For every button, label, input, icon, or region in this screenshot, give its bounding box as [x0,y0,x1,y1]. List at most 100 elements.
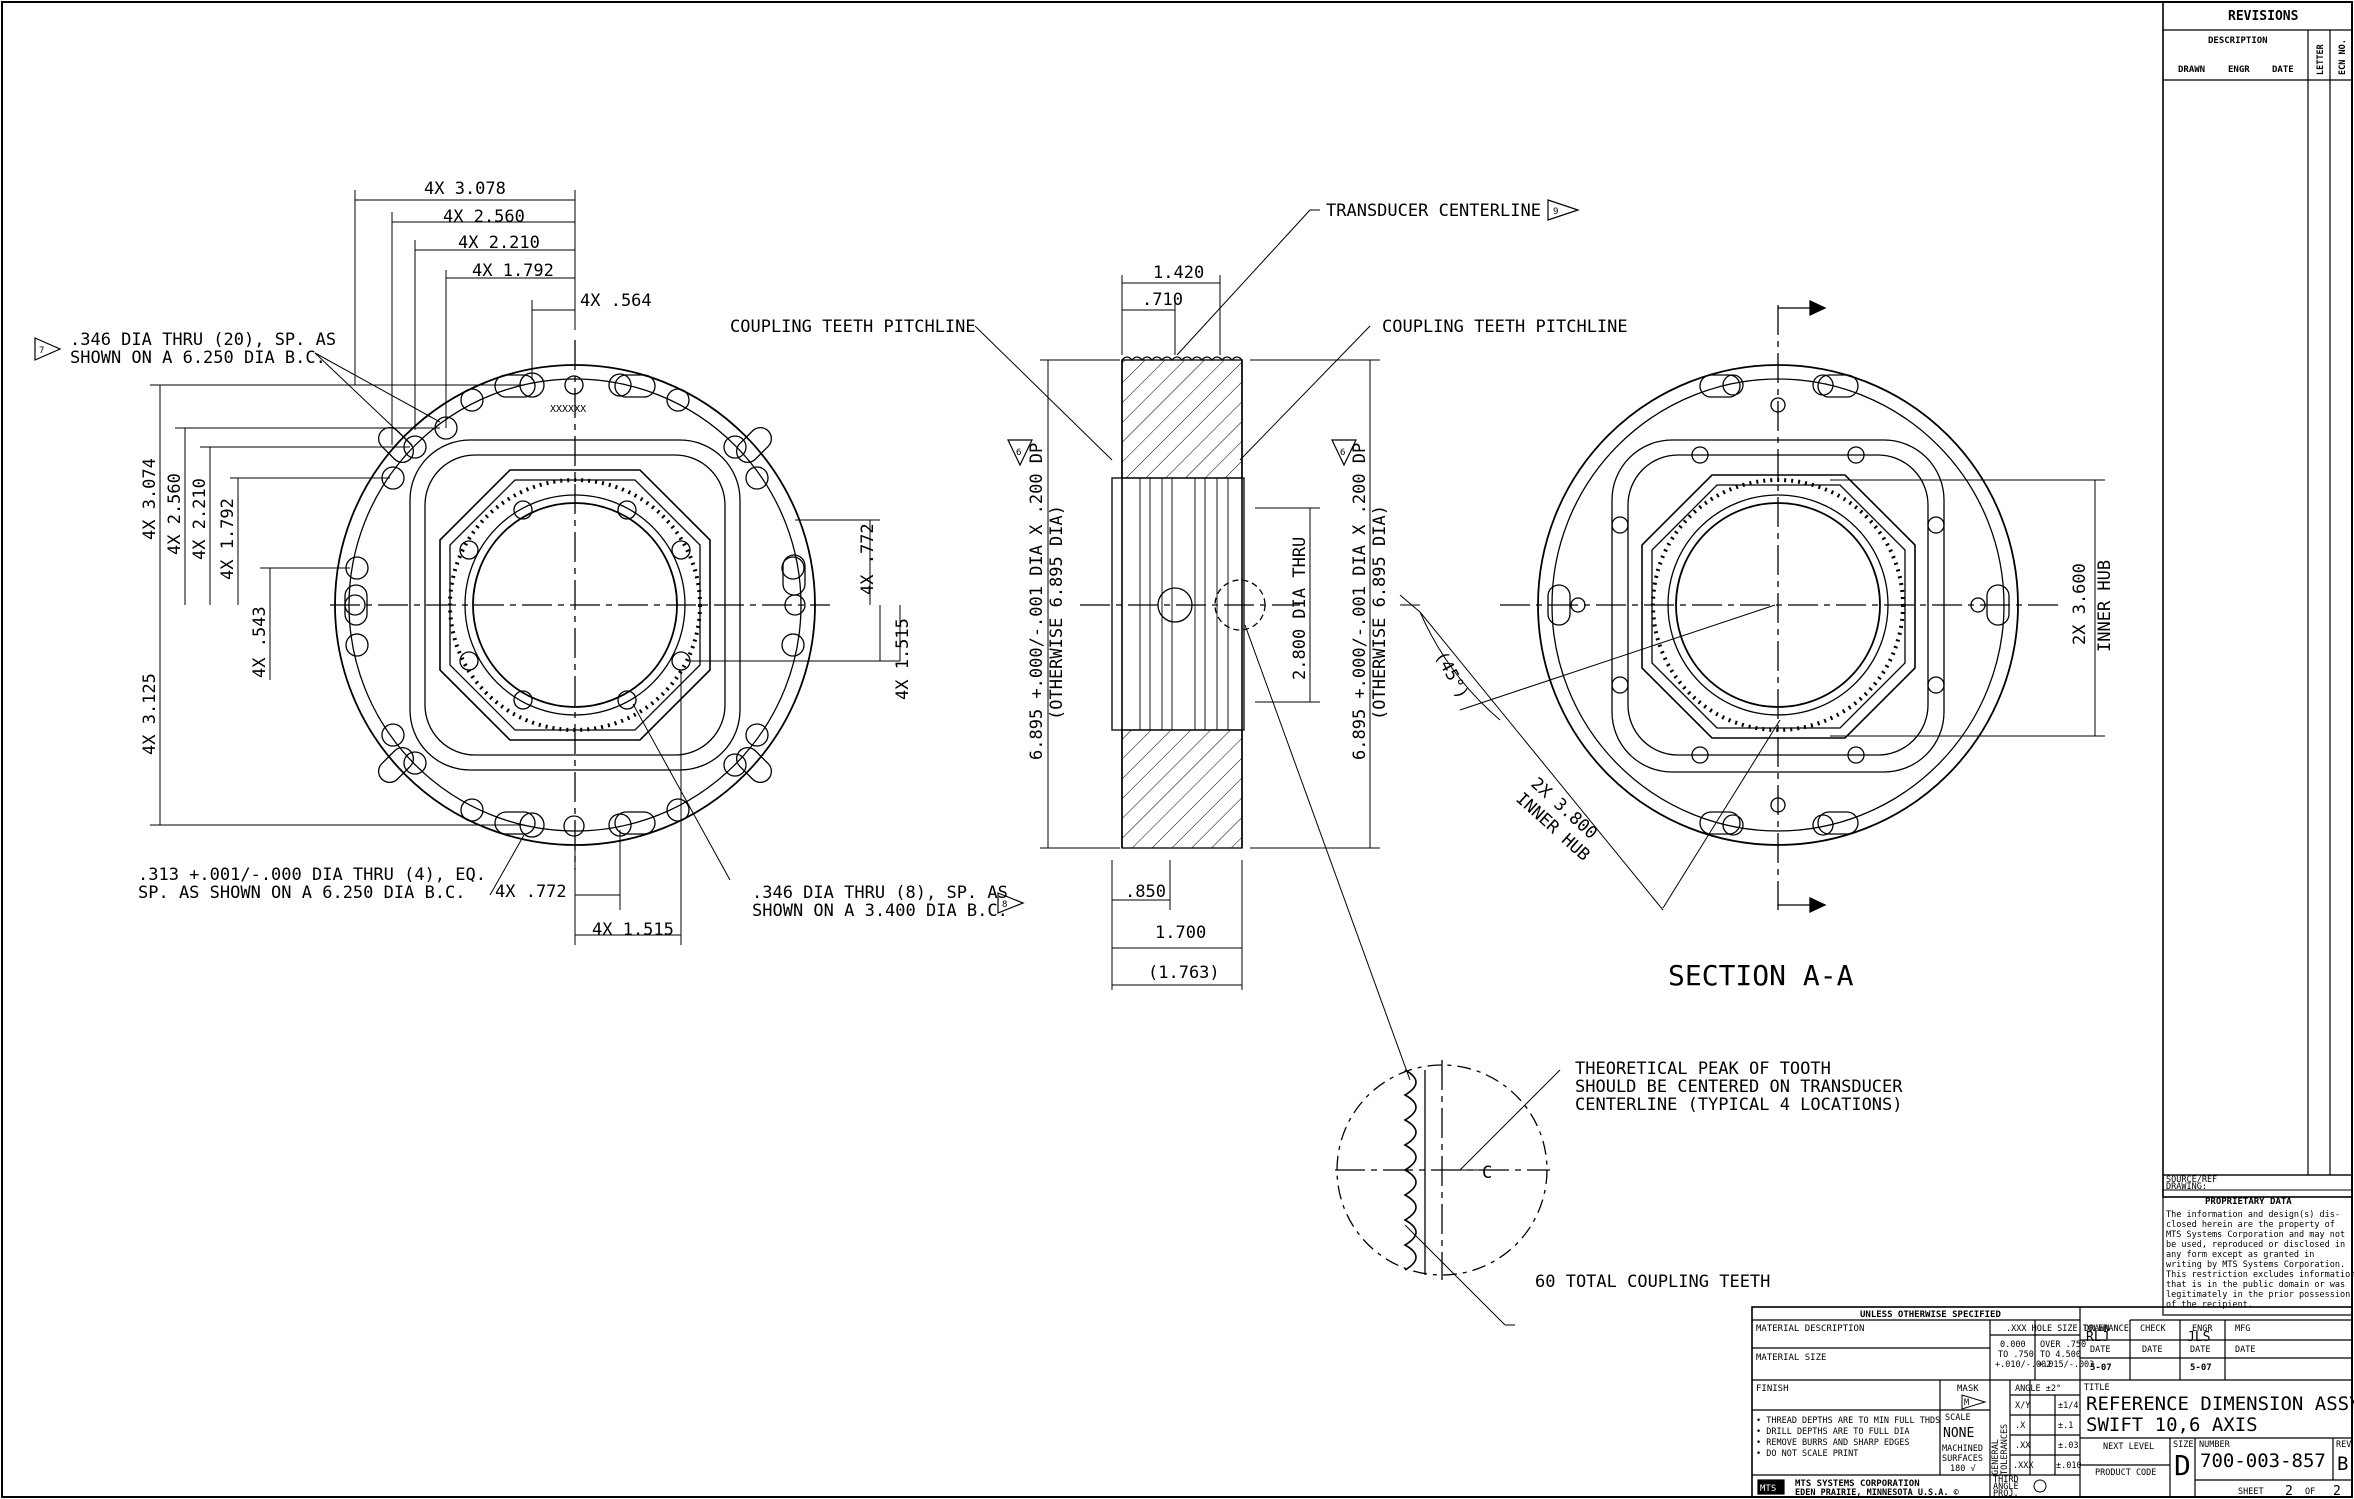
source-ref-label: SOURCE/REF [2166,1175,2217,1185]
engr-by: JLS [2187,1330,2210,1345]
detail-note-line2: SHOULD BE CENTERED ON TRANSDUCER [1575,1077,1903,1097]
angle-tolerance: ANGLE ±2° [2015,1384,2061,1394]
title-block-text: UNLESS OTHERWISE SPECIFIED MATERIAL DESC… [1756,1310,2354,1499]
drawn-date: 5-07 [2090,1363,2112,1373]
dim-y543: 4X .543 [250,606,270,678]
tol-x3-value: ±.010 [2056,1461,2082,1471]
transducer-centerline-label: TRANSDUCER CENTERLINE [1326,201,1541,221]
dim-y3074: 4X 3.074 [140,458,160,540]
unless-specified: UNLESS OTHERWISE SPECIFIED [1860,1310,2001,1320]
tol-x1-value: ±.1 [2058,1421,2073,1431]
drawing-label: DRAWING: [2166,1182,2207,1192]
check-label: CHECK [2140,1324,2166,1334]
mask-flag [1961,1394,1987,1410]
material-size-label: MATERIAL SIZE [1756,1353,1826,1363]
hole-tol-a1: 0.000 [2000,1340,2026,1350]
dim-1763: (1.763) [1148,963,1220,983]
proprietary-title: PROPRIETARY DATA [2205,1197,2292,1207]
dim-1700: 1.700 [1155,923,1206,943]
revisions-ecn: ECN NO. [2338,39,2348,75]
scale-label: SCALE [1945,1413,1971,1423]
dim-y2210: 4X 2.210 [190,478,210,560]
dim-dia-right-1: 6.895 +.000/-.001 DIA X .200 DP [1350,443,1370,760]
dim-x3078: 4X 3.078 [424,179,506,199]
middle-section-view [974,209,1411,1081]
section-a-a-labels: SECTION A-A 2X 3.600 INNER HUB 2X 3.800 … [1431,560,2115,992]
hole-size-tolerance-label: .XXX HOLE SIZE TOLERANCE [2006,1324,2129,1334]
proprietary-line-5: any form except as granted in [2166,1250,2314,1260]
rev-value: B [2337,1453,2348,1475]
drawn-by: RLJ [2086,1330,2109,1345]
company-name: MTS SYSTEMS CORPORATION [1795,1479,1920,1489]
sheet-label: SHEET [2238,1487,2264,1497]
coupling-teeth-count: 60 TOTAL COUPLING TEETH [1535,1272,1770,1292]
dim-850: .850 [1125,882,1166,902]
dim-dia-left-2: (OTHERWISE 6.895 DIA) [1047,505,1067,720]
surfaces-label: SURFACES [1942,1454,1983,1464]
note-flag-8 [997,892,1025,914]
hole-tol-b3: +.015/-.003 [2038,1360,2094,1370]
proprietary-line-2: closed herein are the property of [2166,1220,2335,1230]
projection-symbol-icon [2033,1479,2047,1493]
note-flag-9-number: 9 [1553,207,1558,217]
dim-y1792: 4X 1.792 [218,498,238,580]
left-view-dimensions: 4X 3.078 4X 2.560 4X 2.210 4X 1.792 4X .… [34,179,1025,940]
proprietary-line-6: writing by MTS Systems Corporation. [2166,1260,2345,1270]
hole-tol-a3: +.010/-.002 [1995,1360,2051,1370]
revisions-title: REVISIONS [2228,9,2299,24]
dim-2800-thru: 2.800 DIA THRU [1290,537,1310,680]
note-flag-6-left [1007,439,1033,467]
note-hole346b-line1: .346 DIA THRU (8), SP. AS [752,883,1008,903]
mask-flag-letter: M [1964,1398,1969,1408]
dim-710: .710 [1142,290,1183,310]
dim-r772: 4X .772 [858,523,878,595]
detail-note-line3: CENTERLINE (TYPICAL 4 LOCATIONS) [1575,1095,1903,1115]
dim-x1792: 4X 1.792 [472,261,554,281]
company-address: EDEN PRAIRIE, MINNESOTA U.S.A. © [1795,1488,1960,1498]
left-plan-view [150,190,901,945]
machined-label: MACHINED [1942,1444,1983,1454]
third-angle-label-1: THIRD [1993,1475,2019,1485]
third-angle-label-2: ANGLE [1993,1482,2019,1492]
note-remove-burrs: • REMOVE BURRS AND SHARP EDGES [1756,1438,1910,1448]
sheet-total: 2 [2333,1484,2341,1499]
engr-label: ENGR [2192,1324,2213,1334]
rev-label: REV [2336,1440,2351,1450]
dim-dia-right-2: (OTHERWISE 6.895 DIA) [1370,505,1390,720]
note-hole346-line1: .346 DIA THRU (20), SP. AS [70,330,336,350]
tol-x3: .XXX [2013,1461,2034,1471]
engr-date: 5-07 [2190,1363,2212,1373]
dim-1420: 1.420 [1153,263,1204,283]
product-code-label: PRODUCT CODE [2095,1468,2156,1478]
proprietary-block: SOURCE/REF DRAWING: PROPRIETARY DATA The… [2162,1174,2354,1316]
mfg-label: MFG [2235,1324,2250,1334]
dim-r1515: 4X 1.515 [893,618,913,700]
dim-x2210: 4X 2.210 [458,233,540,253]
dim-inner-hub-3600-label: INNER HUB [2095,560,2115,652]
revisions-drawn: DRAWN [2178,65,2205,75]
tolerances-label: TOLERANCES [2000,1424,2010,1475]
note-flag-6-right [1331,439,1357,467]
drawing-title-1: REFERENCE DIMENSION ASSY- [2086,1393,2354,1415]
proprietary-line-1: The information and design(s) dis- [2166,1210,2340,1220]
size-value: D [2174,1449,2191,1482]
dim-b1515: 4X 1.515 [592,920,674,940]
material-description-label: MATERIAL DESCRIPTION [1756,1324,1864,1334]
pitchline-left-label: COUPLING TEETH PITCHLINE [730,317,976,337]
proprietary-line-9: legitimately in the prior possession [2166,1290,2350,1300]
drawing-title-2: SWIFT 10,6 AXIS [2086,1414,2258,1436]
sheet-of: OF [2305,1487,2315,1497]
surface-finish-value: 180 √ [1950,1464,1976,1474]
note-flag-8-number: 8 [1002,900,1007,910]
finish-label: FINISH [1756,1384,1789,1394]
dim-dia-left-1: 6.895 +.000/-.001 DIA X .200 DP [1027,443,1047,760]
dim-inner-hub-3600: 2X 3.600 [2070,563,2090,645]
revisions-letter: LETTER [2316,43,2326,75]
check-date-label: DATE [2142,1345,2162,1355]
middle-section-labels: TRANSDUCER CENTERLINE 9 COUPLING TEETH P… [730,199,1628,983]
note-hole313-line1: .313 +.001/-.000 DIA THRU (4), EQ. [138,865,486,885]
dim-angle-45: (45°) [1431,648,1473,703]
note-flag-7-number: 7 [39,346,44,356]
section-a-a-title: SECTION A-A [1668,959,1854,992]
